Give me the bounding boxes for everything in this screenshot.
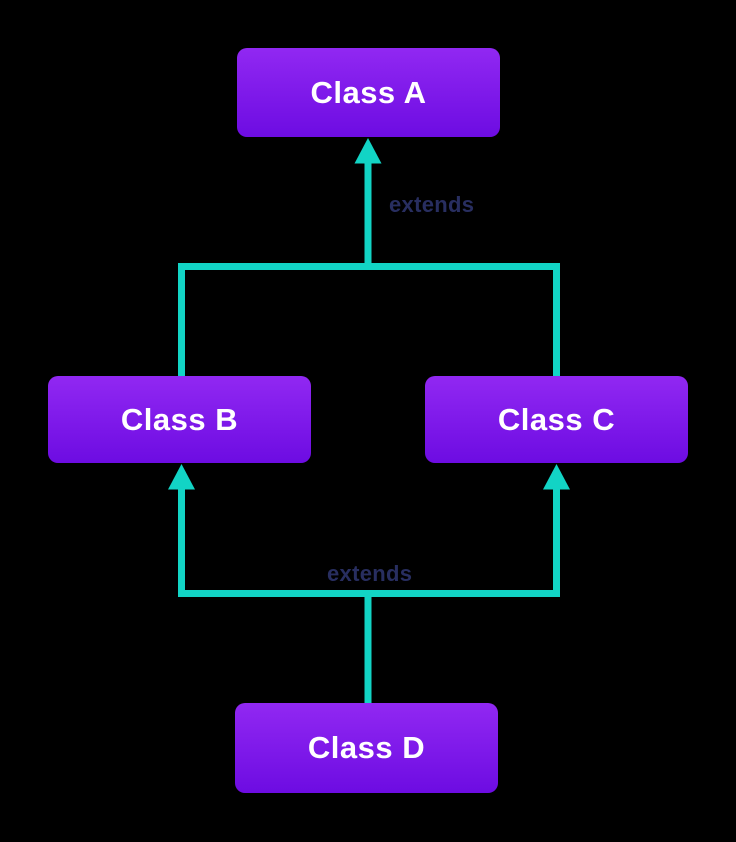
arrowhead-to-class-c-icon xyxy=(543,464,570,490)
node-class-c: Class C xyxy=(425,376,688,463)
node-class-a-label: Class A xyxy=(310,74,427,110)
connector-d-branch xyxy=(178,486,560,597)
edge-label-extends-bottom: extends xyxy=(327,561,413,586)
node-class-c-label: Class C xyxy=(497,401,616,437)
arrowhead-to-class-b-icon xyxy=(168,464,195,490)
node-class-b: Class B xyxy=(48,376,311,463)
connector-b-c-to-a-branch xyxy=(178,263,560,376)
node-class-b-label: Class B xyxy=(120,401,239,437)
node-class-d: Class D xyxy=(235,703,498,793)
node-class-d-label: Class D xyxy=(307,730,426,765)
arrowhead-to-class-a-icon xyxy=(354,138,382,164)
node-class-a: Class A xyxy=(237,48,500,137)
edge-label-extends-top: extends xyxy=(389,192,475,217)
